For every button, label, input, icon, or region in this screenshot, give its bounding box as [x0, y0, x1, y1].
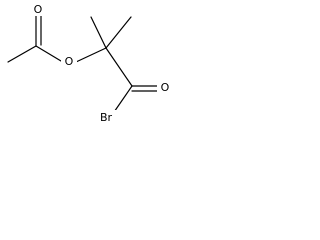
bond-cq-methyl-left — [90, 16, 107, 49]
bond-ch3-c-acetyl — [7, 45, 37, 63]
atom-o-carbonyl-right: O — [161, 81, 170, 94]
atom-o-carbonyl-top: O — [34, 3, 43, 16]
bond-o-ester-cq — [75, 47, 107, 63]
bond-c-acetyl-o-ester — [35, 45, 62, 62]
bond-cq-methyl-right — [105, 16, 132, 49]
atom-o-ester: O — [65, 55, 74, 68]
atom-br: Br — [100, 111, 113, 124]
molecule-diagram: O O O Br — [7, 3, 173, 124]
structure-canvas: O O O Br — [0, 0, 175, 125]
bond-cq-c-acyl — [105, 47, 133, 87]
